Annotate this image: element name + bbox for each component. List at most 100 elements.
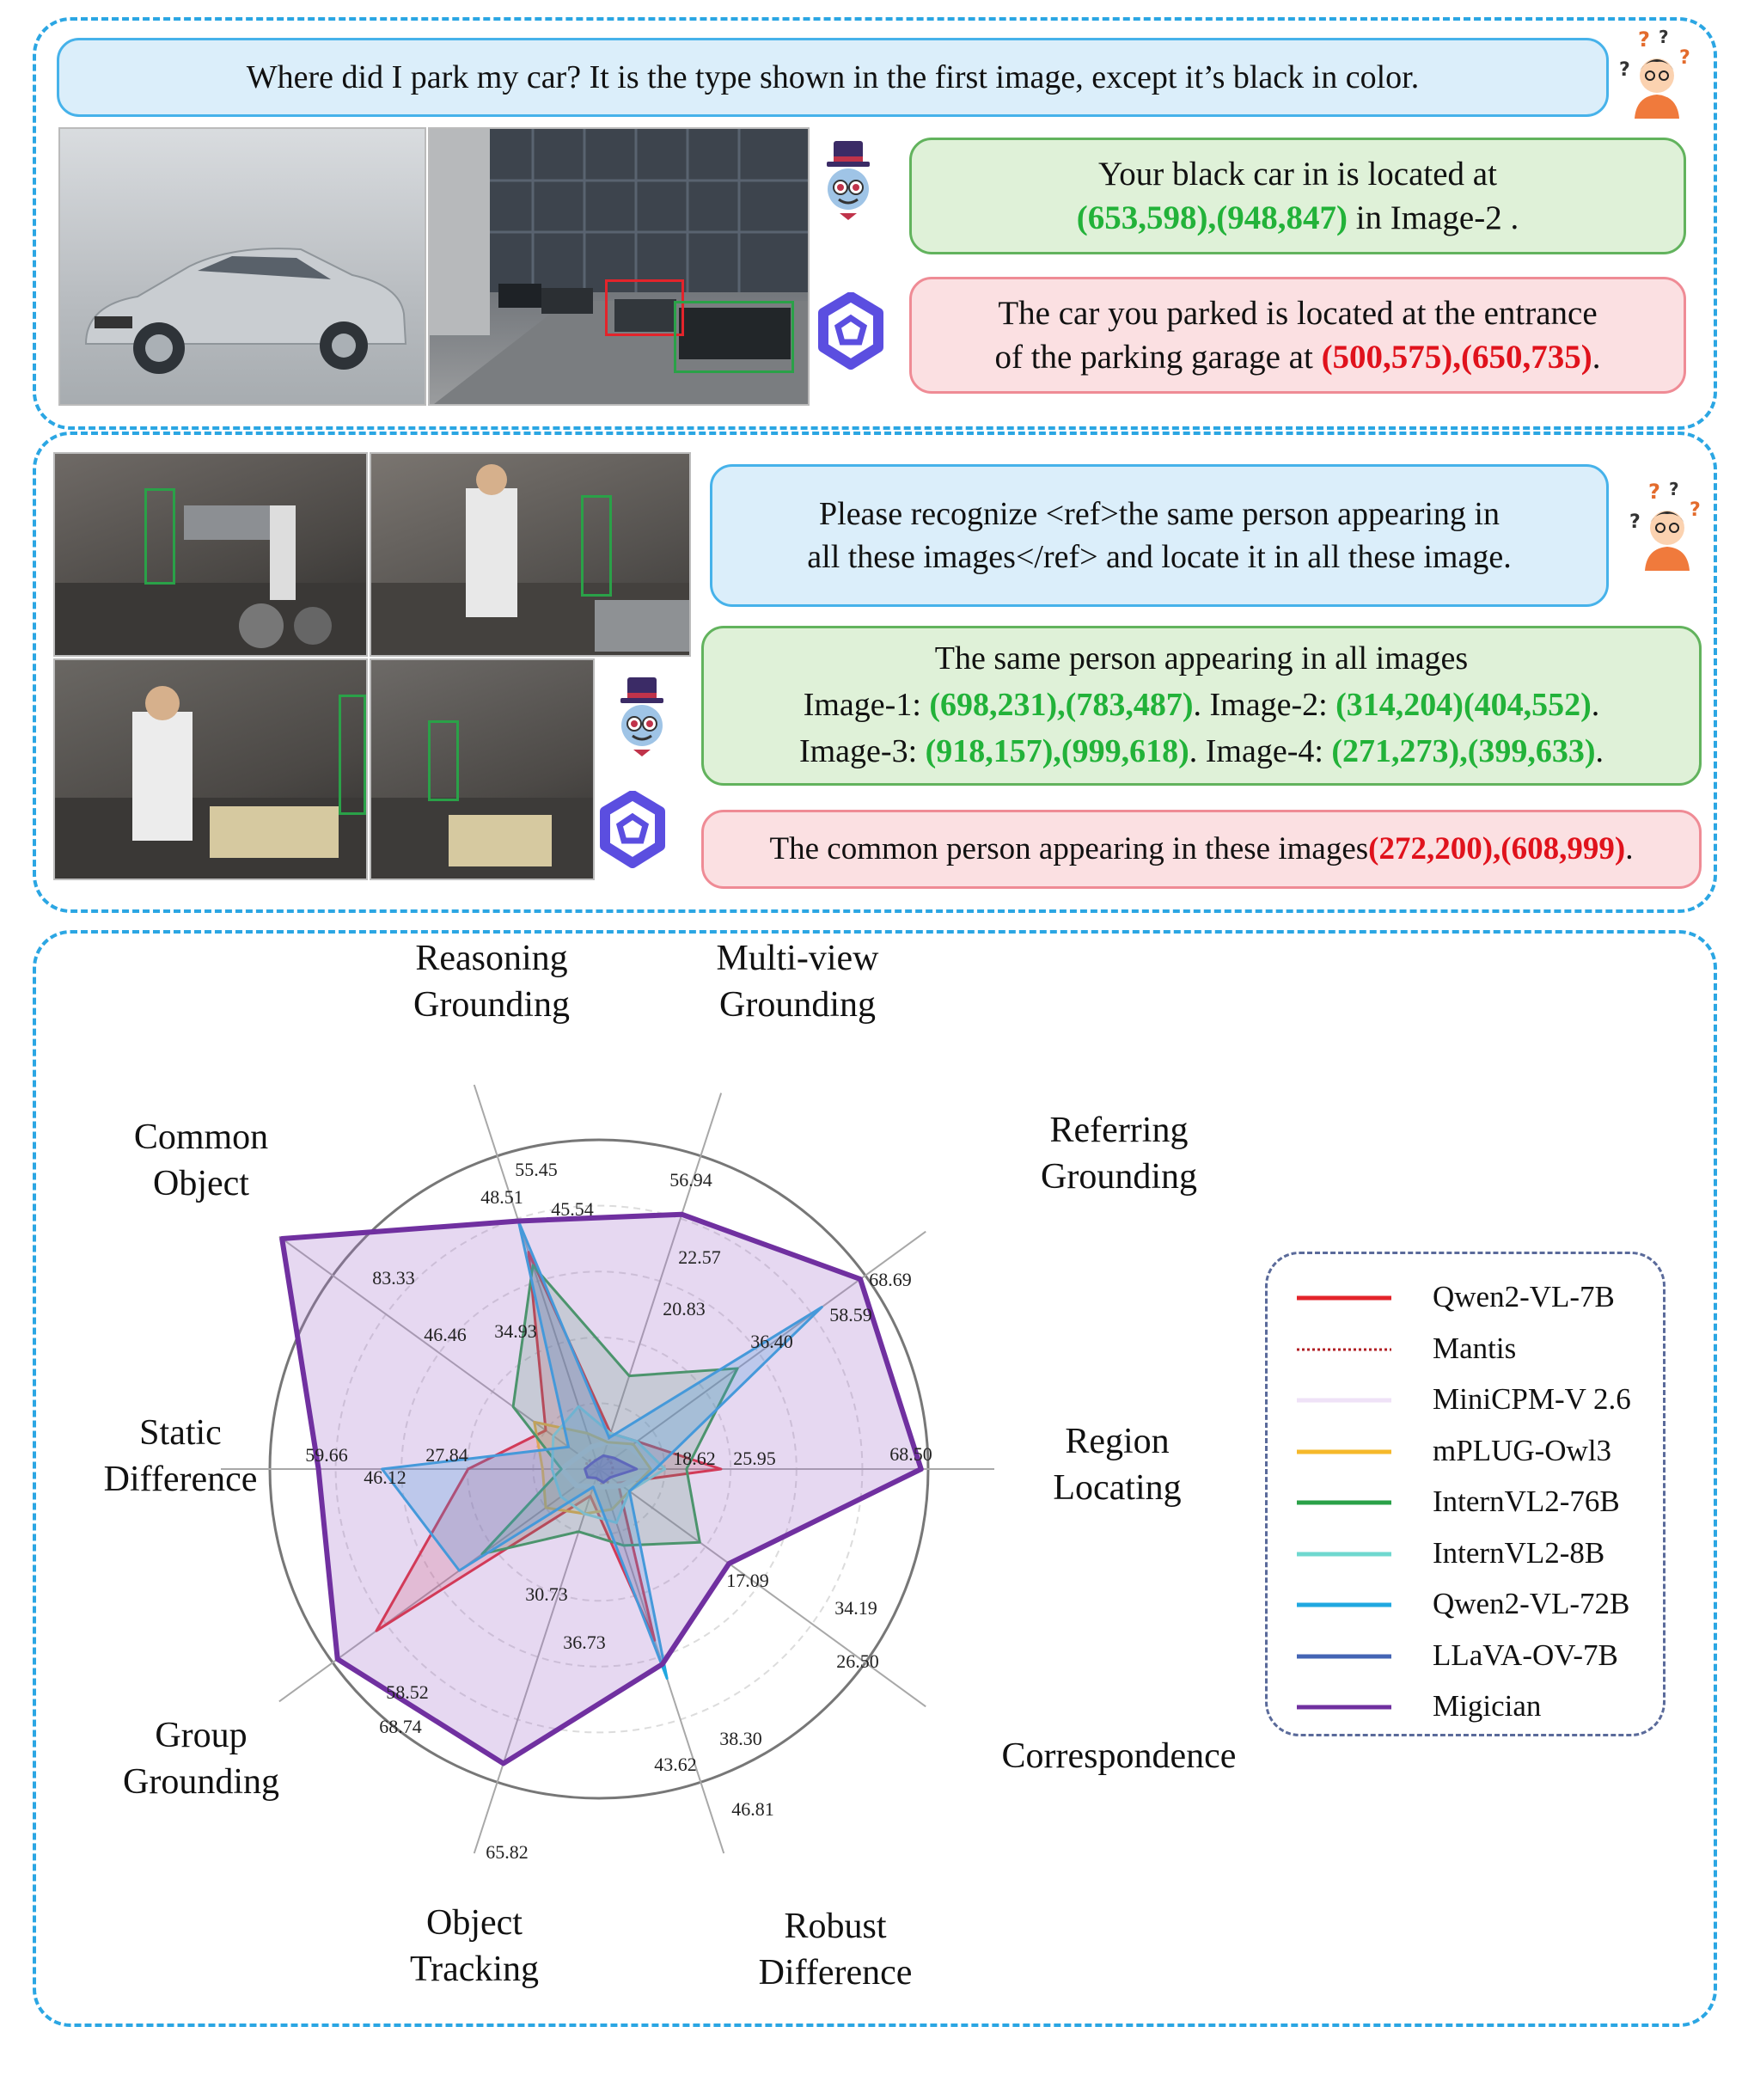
parking-street-image <box>428 127 810 406</box>
legend-item: InternVL2-8B <box>1268 1533 1663 1576</box>
axis-label: Correspondence <box>1002 1736 1237 1776</box>
answer-suffix: . <box>1625 830 1634 866</box>
answer-coords: (500,575),(650,735) <box>1321 339 1592 376</box>
value-label: 48.51 <box>480 1186 523 1208</box>
svg-text:?: ? <box>1629 511 1641 533</box>
legend-swatch <box>1297 1398 1391 1403</box>
axis-label: Tracking <box>410 1950 539 1989</box>
user-question-person: Please recognize <ref>the same person ap… <box>710 464 1609 607</box>
image-1-label: Image-1: <box>803 687 930 724</box>
axis-label: Locating <box>1053 1468 1181 1508</box>
value-label: 68.74 <box>379 1716 422 1737</box>
answer-coords: (653,598),(948,847) <box>1076 199 1348 236</box>
green-bounding-box <box>674 301 794 373</box>
legend-swatch <box>1297 1295 1391 1301</box>
value-label: 34.19 <box>834 1597 877 1619</box>
value-label: 46.46 <box>424 1324 467 1345</box>
axis-label: Object <box>153 1164 249 1203</box>
legend-label: LLaVA-OV-7B <box>1433 1638 1618 1672</box>
legend-item: InternVL2-76B <box>1268 1481 1663 1524</box>
image-2-coords: (314,204)(404,552) <box>1335 687 1592 724</box>
green-bounding-box <box>428 720 459 801</box>
migician-answer-car: Your black car in is located at (653,598… <box>909 138 1686 254</box>
legend-label: Migician <box>1433 1689 1542 1723</box>
legend-label: Qwen2-VL-72B <box>1433 1587 1630 1620</box>
axis-line <box>598 1468 926 1708</box>
image-3-coords: (918,157),(999,618) <box>925 732 1189 769</box>
answer-line-3: Image-3: (918,157),(999,618). Image-4: (… <box>799 729 1604 775</box>
value-label: 18.62 <box>673 1448 716 1469</box>
value-label: 58.52 <box>386 1681 429 1703</box>
legend-swatch <box>1297 1348 1391 1350</box>
value-label: 68.69 <box>869 1269 912 1290</box>
image-4-coords: (271,273),(399,633) <box>1331 732 1596 769</box>
value-label: 43.62 <box>654 1754 697 1775</box>
value-label: 68.50 <box>889 1443 932 1465</box>
axis-label: Region <box>1065 1422 1169 1461</box>
question-line-1: Please recognize <ref>the same person ap… <box>819 495 1500 532</box>
value-label: 83.33 <box>372 1267 415 1289</box>
answer-line-2: Image-1: (698,231),(783,487). Image-2: (… <box>804 683 1600 729</box>
answer-line-2: of the parking garage at (500,575),(650,… <box>994 335 1600 379</box>
series-polygon-mplug-owl3 <box>533 1420 652 1515</box>
series-polygon-internvl2-76b <box>480 1264 739 1556</box>
example-panel-person <box>33 432 1717 913</box>
image-1-coords: (698,231),(783,487) <box>929 687 1194 724</box>
svg-text:?: ? <box>1669 479 1679 499</box>
legend-item: Qwen2-VL-72B <box>1268 1583 1663 1626</box>
axis-line <box>598 1093 723 1470</box>
legend-label: Mantis <box>1433 1331 1517 1365</box>
qwen-logo-icon <box>600 791 665 868</box>
value-label: 25.95 <box>733 1448 776 1469</box>
svg-text:?: ? <box>1679 47 1690 69</box>
legend-item: Qwen2-VL-7B <box>1268 1277 1663 1319</box>
legend-swatch <box>1297 1552 1391 1556</box>
image-2-label: . Image-2: <box>1193 687 1336 724</box>
migician-bot-icon <box>827 141 870 220</box>
user-question-car: Where did I park my car? It is the type … <box>57 38 1609 117</box>
svg-text:?: ? <box>1648 480 1660 504</box>
legend-item: LLaVA-OV-7B <box>1268 1635 1663 1678</box>
value-label: 17.09 <box>726 1570 769 1591</box>
value-label: 34.93 <box>494 1320 537 1342</box>
green-bounding-box <box>144 488 175 585</box>
value-label: 26.50 <box>836 1650 879 1672</box>
value-label: 56.94 <box>669 1169 712 1191</box>
svg-text:?: ? <box>1619 59 1630 81</box>
value-label: 59.66 <box>305 1444 348 1466</box>
axis-label: Grounding <box>719 985 876 1025</box>
value-label: 46.81 <box>731 1798 774 1820</box>
series-polygon-qwen2-vl-72b <box>381 1219 823 1681</box>
answer-prefix: The common person appearing in these ima… <box>769 830 1369 866</box>
legend-swatch <box>1297 1602 1391 1607</box>
answer-line-1: Your black car in is located at <box>1098 155 1497 193</box>
legend-label: mPLUG-Owl3 <box>1433 1433 1612 1467</box>
axis-label: Difference <box>759 1953 913 1993</box>
series-polygon-migician <box>279 1211 924 1766</box>
axis-label: Object <box>426 1903 523 1943</box>
kitchen-image-4 <box>370 658 595 880</box>
image-3-label: Image-3: <box>798 732 926 769</box>
axis-label: Static <box>139 1413 222 1453</box>
value-label: 30.73 <box>525 1583 568 1605</box>
qwen-answer-car: The car you parked is located at the ent… <box>909 277 1686 394</box>
svg-text:?: ? <box>1659 27 1669 47</box>
axis-label: Grounding <box>123 1762 279 1802</box>
question-line-2: all these images</ref> and locate it in … <box>807 539 1512 575</box>
answer-suffix: . <box>1592 339 1601 376</box>
axis-label: Robust <box>784 1907 886 1946</box>
image-4-label: . Image-4: <box>1189 732 1332 769</box>
legend-label: MiniCPM-V 2.6 <box>1433 1382 1631 1416</box>
legend-label: InternVL2-76B <box>1433 1485 1620 1518</box>
user-avatar-icon: ? ? ? ? <box>1629 479 1701 571</box>
migician-bot-icon <box>620 677 663 756</box>
legend-item: Mantis <box>1268 1328 1663 1371</box>
axis-label: Referring <box>1050 1111 1189 1150</box>
question-text: Where did I park my car? It is the type … <box>246 58 1420 95</box>
svg-text:?: ? <box>1690 499 1701 521</box>
series-polygon-llava-ov-7b <box>584 1454 639 1485</box>
value-label: 36.73 <box>563 1632 606 1653</box>
green-bounding-box <box>581 495 612 597</box>
green-bounding-box <box>339 695 366 815</box>
